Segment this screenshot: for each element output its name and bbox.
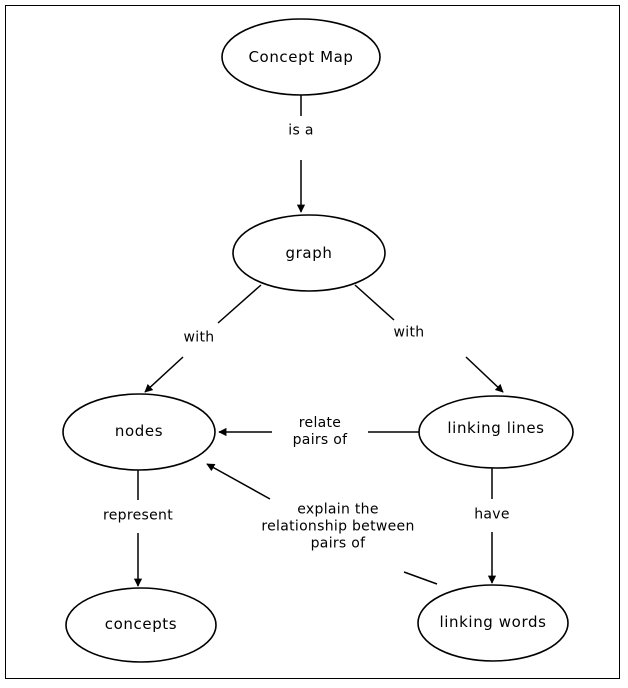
edge-with-right-stub xyxy=(354,284,395,321)
edge-with-left-arrow xyxy=(144,356,184,393)
node-ellipse-concepts xyxy=(65,587,217,663)
edge-explain-stub xyxy=(403,571,438,585)
node-ellipse-nodes xyxy=(62,393,216,471)
diagram-frame xyxy=(5,5,620,679)
node-ellipse-concept-map xyxy=(221,18,381,96)
node-ellipse-linking-lines xyxy=(418,395,574,469)
node-ellipse-linking-words xyxy=(417,584,569,662)
edge-with-right-arrow xyxy=(465,356,504,393)
edge-with-left-stub xyxy=(217,284,262,324)
node-ellipse-graph xyxy=(232,214,386,292)
edge-explain-arrow xyxy=(206,463,271,500)
